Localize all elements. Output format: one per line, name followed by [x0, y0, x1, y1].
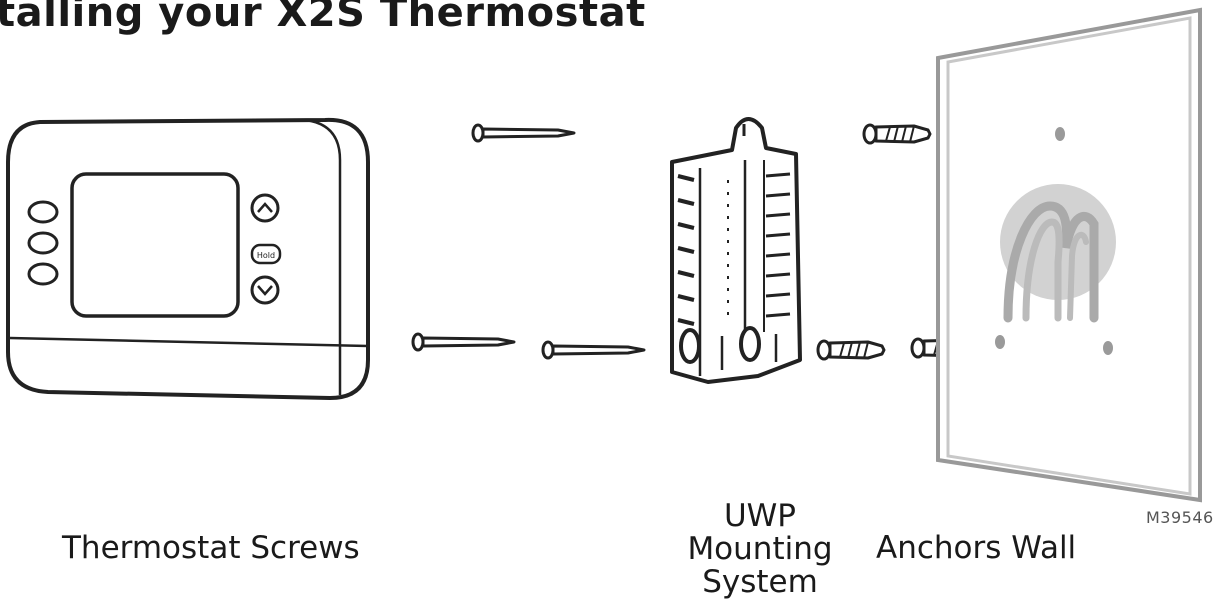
anchor-bottom-left: [816, 339, 886, 361]
wall-panel: [936, 7, 1202, 503]
caption-thermostat-screws: Thermostat Screws: [62, 532, 360, 565]
chevron-down-icon: [250, 275, 280, 305]
hold-button: Hold: [250, 243, 282, 265]
thermostat-unit: Hold: [6, 117, 370, 401]
caption-anchors: Anchors: [876, 530, 1002, 566]
caption-uwp: UWP Mounting System: [660, 500, 860, 599]
wall-logo-icon: [1000, 184, 1116, 323]
page-title: talling your X2S Thermostat: [0, 0, 646, 36]
screw-bottom-right: [541, 340, 646, 360]
thermostat-screen: [70, 172, 240, 318]
caption-wall: Wall: [1011, 530, 1077, 566]
svg-text:Hold: Hold: [257, 251, 275, 260]
uwp-mounting-plate: [670, 117, 802, 384]
chevron-up-icon: [250, 193, 280, 223]
anchor-top: [862, 123, 932, 145]
caption-uwp-line3: System: [702, 564, 818, 600]
side-button-1: [27, 200, 59, 224]
caption-screws: Screws: [250, 530, 360, 566]
screw-top: [471, 123, 576, 143]
side-button-3: [27, 262, 59, 286]
caption-thermostat: Thermostat: [62, 530, 241, 566]
screw-bottom-left: [411, 332, 516, 352]
caption-uwp-line1: UWP: [723, 498, 797, 534]
side-button-2: [27, 231, 59, 255]
caption-anchors-wall: Anchors Wall: [876, 532, 1076, 565]
figure-code: M39546: [1146, 508, 1214, 527]
caption-uwp-line2: Mounting: [687, 531, 833, 567]
